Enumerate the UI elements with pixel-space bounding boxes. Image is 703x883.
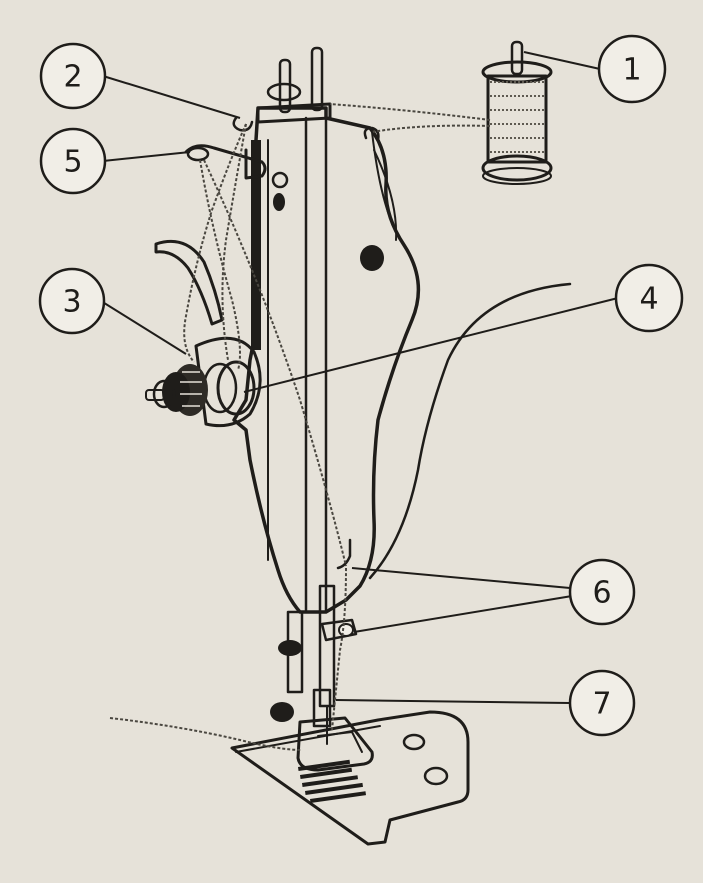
- upper-thread-guide: [232, 116, 380, 142]
- leader-6b: [353, 595, 573, 633]
- leader-3: [100, 300, 187, 355]
- callout-2-label: 2: [63, 60, 82, 95]
- callout-1-label: 1: [622, 53, 641, 88]
- callout-7: 7: [568, 669, 636, 737]
- callout-3: 3: [38, 267, 106, 335]
- presser-foot: [296, 688, 374, 772]
- face-screw: [360, 245, 384, 271]
- take-up-lever-slot: [251, 140, 261, 350]
- callout-2: 2: [39, 42, 107, 110]
- tension-assembly: [145, 239, 262, 428]
- callout-3-label: 3: [62, 285, 81, 320]
- leader-5: [102, 151, 191, 162]
- callout-1: 1: [597, 34, 667, 104]
- callout-4-label: 4: [639, 282, 658, 317]
- leader-1: [523, 51, 601, 70]
- callout-7-label: 7: [592, 687, 611, 722]
- thread-path: [109, 103, 572, 751]
- callout-leaders: [100, 51, 619, 704]
- leader-2: [102, 75, 241, 119]
- take-up-lever: [184, 144, 267, 180]
- callout-6-label: 6: [592, 576, 611, 611]
- leader-6a: [351, 567, 571, 589]
- thread-spool: [481, 40, 553, 185]
- callout-5: 5: [39, 127, 107, 195]
- presser-bar-knob: [278, 640, 302, 656]
- callout-5-label: 5: [63, 145, 82, 180]
- presser-foot-screw: [270, 702, 294, 722]
- needle-bar: [270, 538, 358, 745]
- callout-4: 4: [614, 263, 684, 333]
- leader-4: [243, 297, 619, 393]
- top-spool-pins: [266, 46, 324, 114]
- callout-6: 6: [568, 558, 636, 626]
- leader-7: [335, 699, 571, 704]
